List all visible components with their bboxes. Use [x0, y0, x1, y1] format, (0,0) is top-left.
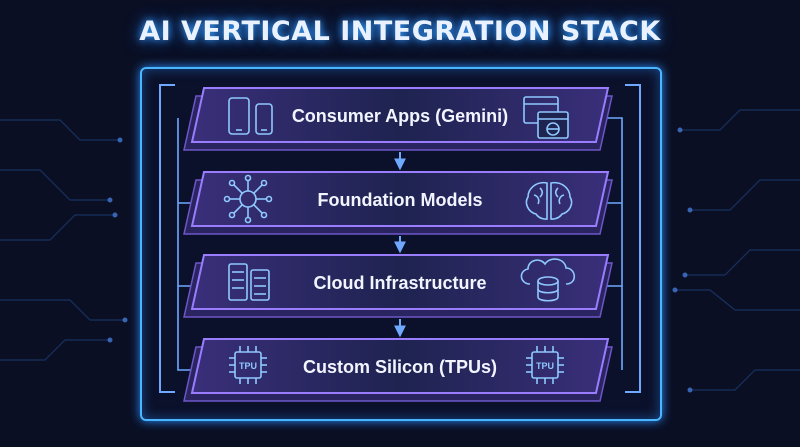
layer-label-foundation-models: Foundation Models: [317, 190, 483, 210]
tpu-chip-icon: [526, 346, 564, 384]
right-bracket: [625, 84, 641, 393]
brain-icon: [525, 181, 573, 220]
neural-network-icon: [223, 174, 273, 224]
left-bracket: [159, 84, 175, 393]
layer-label-cloud-infrastructure: Cloud Infrastructure: [313, 273, 487, 293]
layer-label-consumer-apps: Consumer Apps (Gemini): [291, 106, 509, 126]
tpu-chip-text-left: TPU: [239, 361, 257, 371]
tpu-chip-text-right: TPU: [536, 361, 554, 371]
layer-consumer-apps: [183, 87, 613, 151]
layer-cloud-infrastructure: [183, 254, 613, 318]
server-rack-icon: [228, 263, 270, 301]
layer-label-custom-silicon: Custom Silicon (TPUs): [302, 357, 497, 377]
cloud-database-icon: [520, 258, 576, 302]
browser-window-icon: [523, 96, 569, 139]
right-loop-arrow-1: [594, 113, 623, 370]
tpu-chip-icon: [229, 346, 267, 384]
diagram-title: AI VERTICAL INTEGRATION STACK: [139, 16, 661, 47]
layer-foundation-models: [183, 171, 613, 235]
layer-custom-silicon: [183, 338, 613, 402]
smartphone-icon: [228, 97, 273, 135]
left-loop-arrow-1: [177, 118, 207, 375]
